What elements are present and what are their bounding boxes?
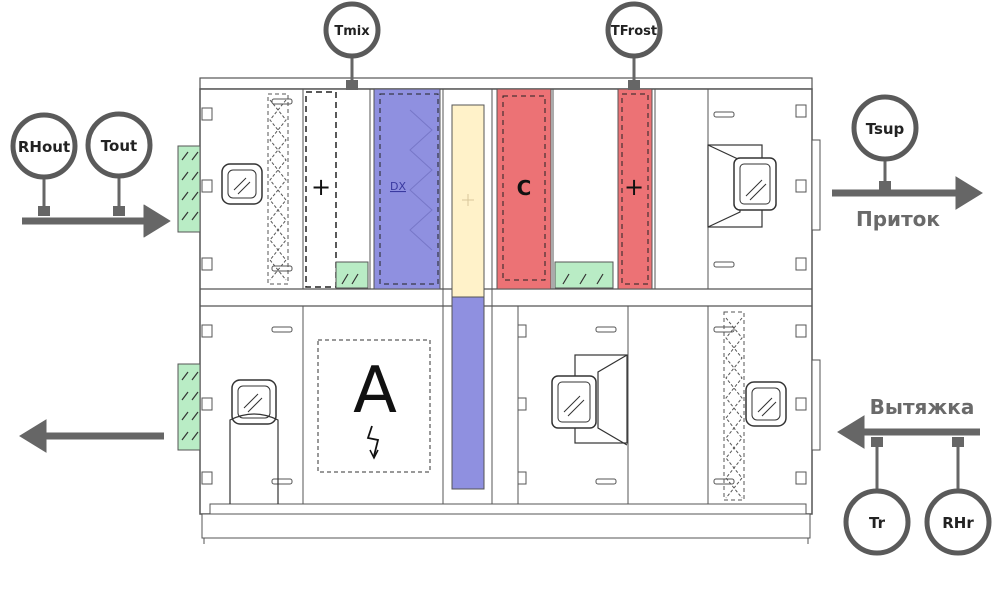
intake-filter-left — [177, 145, 201, 233]
sensor-tout: Tout — [85, 111, 153, 216]
preheater-symbol: + — [311, 173, 331, 201]
return-fan — [551, 354, 628, 446]
sensor-tsup-label: Tsup — [866, 120, 905, 138]
exhaust-fan — [229, 379, 279, 504]
exhaust-air-arrow — [19, 419, 164, 453]
cooling-coil: C — [496, 88, 552, 290]
sensor-rhout: RHout — [10, 112, 78, 216]
sensor-rhr: RHr — [924, 437, 992, 556]
dx-label: DX — [390, 180, 406, 193]
reheater-coil: + — [617, 88, 653, 290]
exhaust-inlet-flange — [811, 359, 821, 451]
dx-coil: DX — [373, 88, 441, 290]
sensor-tsup: Tsup — [851, 94, 919, 191]
electric-panel-label: A — [353, 354, 397, 428]
supply-label: Приток — [856, 207, 940, 231]
sensor-tfrost: TFrost — [605, 1, 663, 90]
exhaust-label: Вытяжка — [870, 395, 975, 419]
sensor-tmix-label: Tmix — [334, 24, 370, 39]
sensor-rhout-label: RHout — [18, 138, 70, 156]
heat-recovery-column — [451, 104, 485, 490]
bag-filter-top — [267, 93, 289, 285]
preheater-section: + — [305, 91, 337, 288]
sensor-tr: Tr — [843, 437, 911, 556]
bag-filter-bottom — [723, 311, 745, 501]
door-hinges — [201, 104, 807, 485]
return-air-arrow — [837, 415, 980, 449]
electric-panel: A — [317, 339, 431, 473]
filter-small-top-right — [554, 261, 614, 289]
sensor-tmix: Tmix — [323, 1, 381, 90]
sensor-tr-label: Tr — [869, 514, 886, 532]
sensor-rhr-label: RHr — [942, 514, 974, 532]
sensor-tout-label: Tout — [101, 137, 137, 155]
sensor-tfrost-label: TFrost — [611, 24, 657, 39]
supply-outlet-flange — [811, 139, 821, 231]
filter-small-top-left — [335, 261, 369, 289]
inspection-window-top-left — [221, 163, 263, 205]
exhaust-filter-left — [177, 363, 201, 451]
supply-air-arrow — [832, 176, 983, 210]
door-handles — [271, 98, 735, 485]
outdoor-air-arrow — [22, 204, 171, 238]
inspection-window-bottom-right — [745, 381, 787, 427]
cooling-coil-label: C — [517, 176, 532, 200]
supply-fan — [707, 144, 777, 228]
reheater-symbol: + — [624, 173, 644, 201]
